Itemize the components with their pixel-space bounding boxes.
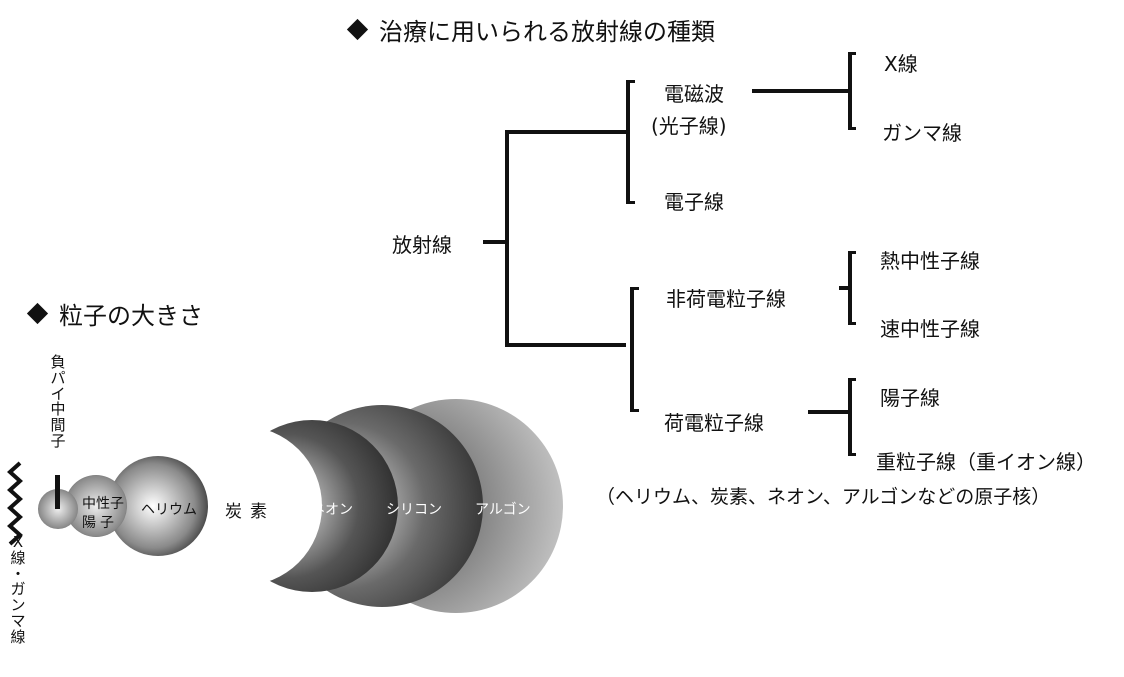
upper-bracket-bottom-tick xyxy=(626,201,635,204)
neutron-label: 中性子 xyxy=(82,496,124,512)
proton-label: 陽子 xyxy=(82,515,118,531)
em-bracket-top-tick xyxy=(848,52,856,55)
neutron-bracket-line xyxy=(848,251,852,325)
node-thermal-neutron: 熱中性子線 xyxy=(880,249,980,273)
node-heavy-ion-note: （ヘリウム、炭素、ネオン、アルゴンなどの原子核） xyxy=(596,486,1051,508)
charged-bracket-top-tick xyxy=(848,378,856,381)
argon-label: アルゴン xyxy=(475,502,531,518)
neutron-bracket-bottom-tick xyxy=(848,322,856,325)
node-radiation: 放射線 xyxy=(392,233,452,257)
node-non-charged: 非荷電粒子線 xyxy=(666,287,786,311)
node-xray: X線 xyxy=(884,52,918,76)
branch-upper-line xyxy=(505,130,626,134)
neon-label: ネオン xyxy=(311,502,353,518)
em-bracket-bottom-tick xyxy=(848,127,856,130)
node-fast-neutron: 速中性子線 xyxy=(880,317,980,341)
neutron-bracket-top-tick xyxy=(848,251,856,254)
diamond-bullet-icon xyxy=(26,302,49,325)
charged-bracket-bottom-tick xyxy=(848,453,856,456)
node-heavy-ion: 重粒子線（重イオン線） xyxy=(876,450,1096,474)
root-stub-line xyxy=(483,240,505,244)
charged-bracket-line xyxy=(848,378,852,456)
carbon-label: 炭素 xyxy=(225,502,275,522)
particle-size-heading: 粒子の大きさ xyxy=(26,296,203,331)
charged-connector-line xyxy=(808,410,848,414)
em-bracket-line xyxy=(848,52,852,130)
carbon-sphere xyxy=(162,426,322,586)
non-charged-connector-line xyxy=(839,286,848,290)
pion-label: 負パイ中間子 xyxy=(50,353,66,450)
upper-bracket-top-tick xyxy=(626,80,635,83)
helium-sphere xyxy=(108,456,208,556)
pion-marker-bar xyxy=(55,475,60,509)
diamond-bullet-icon xyxy=(346,18,369,41)
particle-size-illustration xyxy=(7,399,563,613)
xray-wave-icon xyxy=(7,461,23,546)
node-gamma: ガンマ線 xyxy=(882,121,962,145)
particle-size-title: 粒子の大きさ xyxy=(59,302,203,330)
nucleon-sphere xyxy=(65,475,127,537)
upper-bracket-line xyxy=(626,80,630,204)
radiation-types-heading: 治療に用いられる放射線の種類 xyxy=(346,12,715,47)
lower-bracket-line xyxy=(630,287,634,412)
helium-label: ヘリウム xyxy=(141,502,197,518)
branch-lower-line xyxy=(505,343,626,347)
lower-bracket-top-tick xyxy=(630,287,639,290)
root-vertical-line xyxy=(505,130,509,347)
node-electron: 電子線 xyxy=(664,190,724,214)
radiation-types-title: 治療に用いられる放射線の種類 xyxy=(379,18,715,46)
node-em-wave: 電磁波 xyxy=(664,82,724,106)
node-proton: 陽子線 xyxy=(880,386,940,410)
silicon-label: シリコン xyxy=(386,502,442,518)
lower-bracket-bottom-tick xyxy=(630,409,639,412)
node-photon: (光子線) xyxy=(651,114,727,138)
em-wave-connector-line xyxy=(752,89,848,93)
node-charged: 荷電粒子線 xyxy=(664,411,764,435)
